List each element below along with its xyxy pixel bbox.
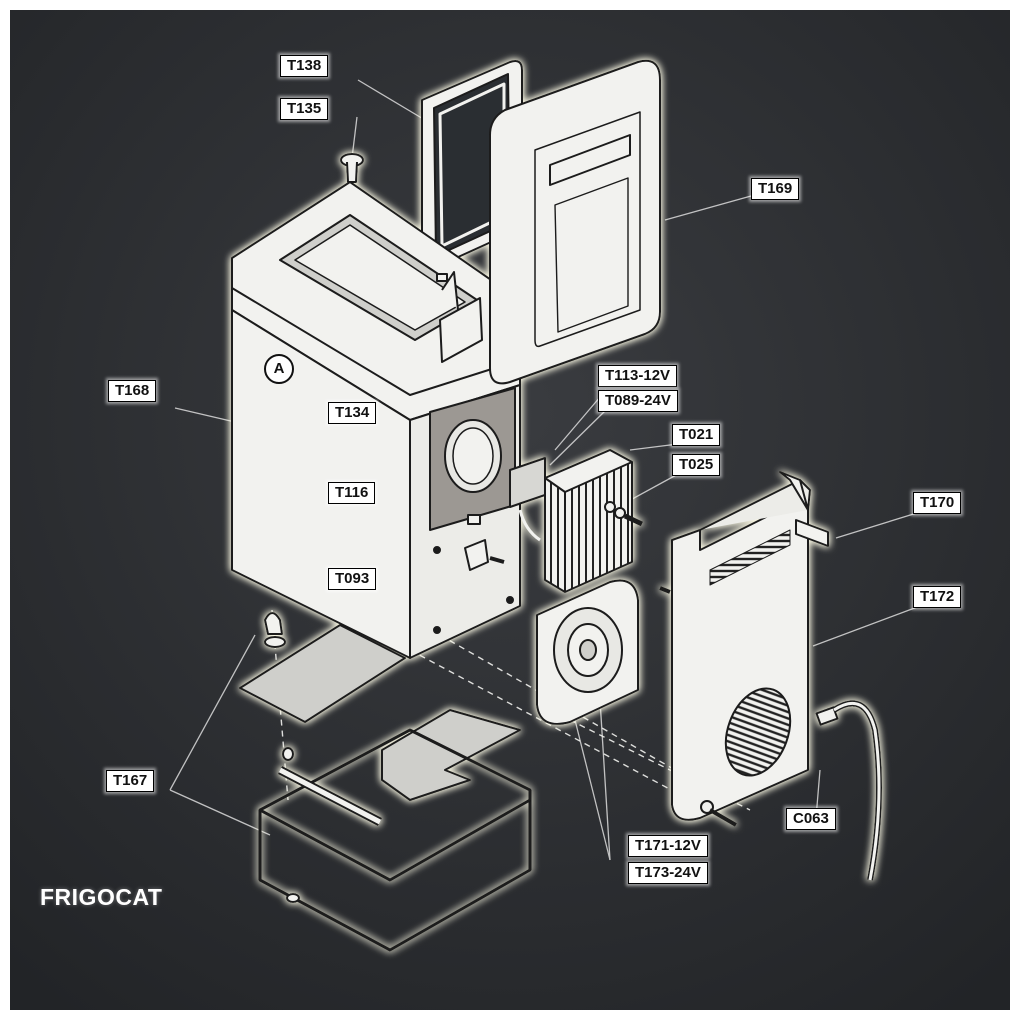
label-front-door: T169 (751, 178, 800, 200)
inner-plate (467, 514, 481, 525)
label-peltier-module-12v: T113-12V (598, 365, 678, 387)
rear-cover (671, 471, 811, 827)
label-heat-sink-screws: T025 (672, 454, 721, 476)
label-fan-24v: T173-24V (628, 862, 708, 884)
heat-sink (544, 449, 633, 593)
main-cabinet (231, 181, 521, 659)
power-cable (815, 700, 882, 881)
brand-logo-text: FRIGOCAT (40, 884, 163, 910)
label-rear-cover: T172 (913, 586, 962, 608)
exploded-parts-drawing (10, 10, 1010, 1010)
heat-sink-screws (604, 501, 644, 527)
diagram-board: A T138 T135 T169 T168 T134 T113-12V T089… (10, 10, 1010, 1010)
label-peltier-module-24v: T089-24V (598, 390, 678, 412)
label-cable-connector: T170 (913, 492, 962, 514)
label-gasket-frame: T138 (280, 55, 329, 77)
label-main-cabinet: T168 (108, 380, 157, 402)
label-screw-cap: T135 (280, 98, 329, 120)
front-door (489, 59, 661, 385)
label-inner-plate: T116 (328, 482, 376, 504)
label-base-stand: T167 (106, 770, 155, 792)
label-fan-12v: T171-12V (628, 835, 708, 857)
label-clamp-bracket: T093 (328, 568, 377, 590)
label-door-hinge: T134 (328, 402, 377, 424)
door-hinge (436, 271, 483, 363)
label-power-cable: C063 (786, 808, 836, 830)
clamp-bracket (464, 539, 505, 571)
label-heat-sink: T021 (672, 424, 721, 446)
peltier-module (509, 457, 546, 542)
base-stand (239, 612, 532, 952)
blower-fan (536, 579, 671, 725)
callout-a: A (264, 354, 294, 384)
cable-connector (795, 519, 829, 547)
screw-cap (340, 153, 364, 183)
